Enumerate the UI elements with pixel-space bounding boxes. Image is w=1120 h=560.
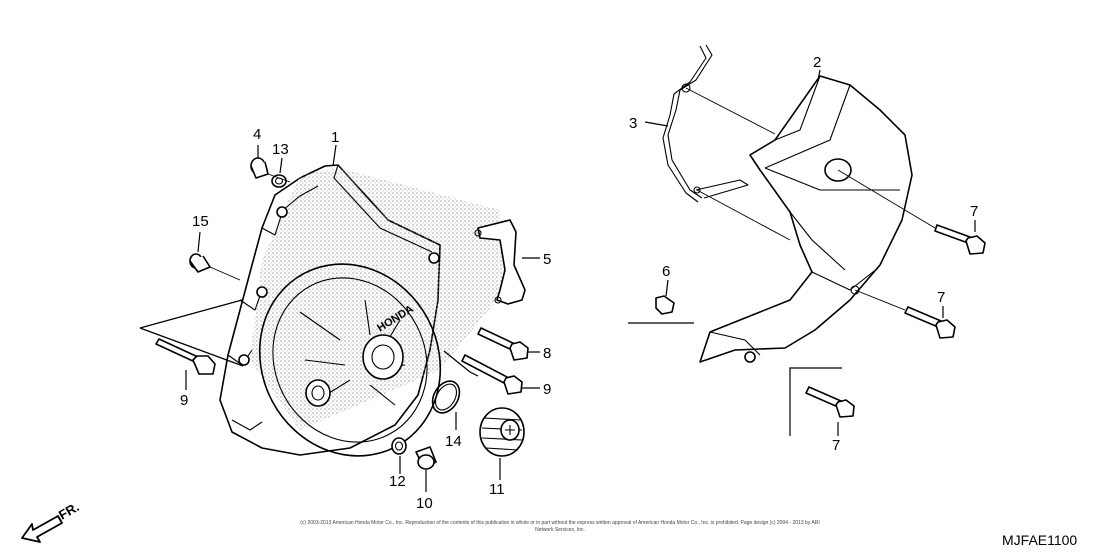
dowel-pin-15 <box>189 253 211 273</box>
callout-6: 6 <box>662 263 670 280</box>
plug-10 <box>415 446 437 470</box>
callout-13: 13 <box>272 141 289 158</box>
gasket <box>662 44 749 203</box>
o-ring-13 <box>271 174 287 188</box>
bracket <box>474 219 526 305</box>
bolt-7-bottom <box>805 386 855 418</box>
diagram-code: MJFAE1100 <box>1002 532 1078 548</box>
callout-14: 14 <box>445 433 462 450</box>
callout-9b: 9 <box>543 381 551 398</box>
callout-9a: 9 <box>180 392 188 409</box>
callout-8: 8 <box>543 345 551 362</box>
plug-11 <box>479 407 525 457</box>
callout-7a: 7 <box>970 203 978 220</box>
callouts: 1 2 3 4 5 6 7 7 7 8 9 9 10 11 12 13 14 1… <box>180 54 978 512</box>
callout-7c: 7 <box>832 437 840 454</box>
grommet-6 <box>655 295 675 315</box>
callout-10: 10 <box>416 495 433 512</box>
callout-15: 15 <box>192 213 209 230</box>
callout-3: 3 <box>629 115 637 132</box>
callout-2: 2 <box>813 54 821 71</box>
bolt-9-right <box>461 354 523 395</box>
callout-5: 5 <box>543 251 551 268</box>
leader-lines <box>139 69 976 492</box>
bolt-7-middle <box>904 306 956 339</box>
washer-12 <box>391 437 407 455</box>
callout-7b: 7 <box>937 289 945 306</box>
callout-4: 4 <box>253 126 261 143</box>
copyright-notice: (c) 2003-2013 American Honda Motor Co., … <box>300 520 820 533</box>
front-direction-arrow: FR. <box>21 499 82 543</box>
crankcase-cover: HONDA <box>219 164 505 457</box>
callout-11: 11 <box>489 481 505 498</box>
dowel-pin-4 <box>250 157 269 179</box>
callout-1: 1 <box>331 129 339 146</box>
o-ring-14 <box>431 380 461 414</box>
bolt-9-left <box>155 338 216 375</box>
bolt-8 <box>477 327 529 361</box>
side-cover <box>699 75 913 363</box>
callout-12: 12 <box>389 473 406 490</box>
bolt-7-top <box>934 224 986 255</box>
